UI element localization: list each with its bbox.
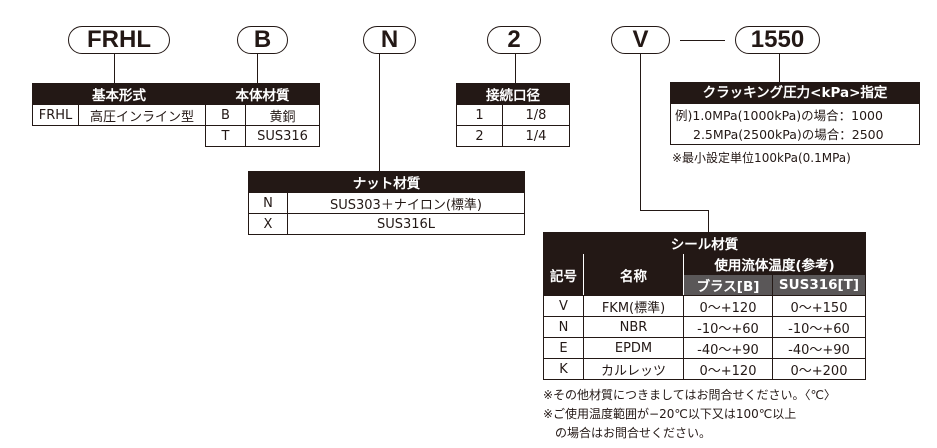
cell: 1: [456, 104, 503, 126]
cracking-pressure-box: クラッキング圧力<kPa>指定 例)1.0MPa(1000kPa)の場合：100…: [670, 82, 920, 145]
seal-note: の場合はお問合せください。: [543, 426, 712, 440]
example-line: 例)1.0MPa(1000kPa)の場合：1000: [675, 108, 883, 123]
header-name: 名称: [583, 253, 684, 296]
cell: FRHL: [32, 104, 79, 126]
cell: FKM(標準): [583, 295, 684, 317]
code-seal: V: [611, 26, 670, 54]
header-temp: 使用流体温度(参考): [683, 253, 866, 275]
cell: -10～+60: [772, 316, 866, 338]
seal-note: ※その他材質につきましてはお問合せください。〈℃〉: [543, 388, 836, 402]
table-title: シール材質: [543, 232, 866, 254]
code-model: FRHL: [68, 26, 170, 54]
table-title: 基本形式: [32, 83, 206, 105]
cell: V: [543, 295, 584, 317]
cell: 0～+120: [683, 295, 773, 317]
table-title: ナット材質: [248, 171, 525, 193]
connector: [257, 54, 258, 83]
example-line: 2.5MPa(2500kPa)の場合：2500: [693, 127, 884, 142]
cell: NBR: [583, 316, 684, 338]
header-sus316: SUS316[T]: [772, 274, 866, 296]
connector: [515, 54, 516, 83]
code-pressure: 1550: [735, 26, 820, 54]
cell: 2: [456, 125, 503, 147]
cell: カルレッツ: [583, 358, 684, 380]
header-brass: ブラス[B]: [683, 274, 773, 296]
cell: 0～+120: [683, 358, 773, 380]
connector: [379, 54, 380, 171]
cell: -10～+60: [683, 316, 773, 338]
cell: -40～+90: [772, 337, 866, 359]
cell: N: [543, 316, 584, 338]
cell: -40～+90: [683, 337, 773, 359]
cell: 0～+200: [772, 358, 866, 380]
code-body: B: [237, 26, 288, 54]
code-nut: N: [363, 26, 416, 54]
connector: [640, 54, 641, 211]
connector: [708, 210, 709, 232]
table-title: 接続口径: [456, 83, 570, 105]
cell: E: [543, 337, 584, 359]
code-port: 2: [487, 26, 541, 54]
cell: T: [205, 125, 246, 147]
cell: 高圧インライン型: [78, 104, 206, 126]
cell: SUS316: [245, 125, 320, 147]
cell: 1/4: [502, 125, 570, 147]
cell: K: [543, 358, 584, 380]
dash-connector: [680, 40, 725, 41]
header-code: 記号: [543, 253, 584, 296]
connector: [114, 54, 115, 83]
cell: B: [205, 104, 246, 126]
cell: 1/8: [502, 104, 570, 126]
cell: EPDM: [583, 337, 684, 359]
cell: SUS303＋ナイロン(標準): [287, 192, 525, 214]
table-title: 本体材質: [205, 83, 320, 105]
seal-note: ※ご使用温度範囲が−20℃以下又は100℃以上: [543, 407, 797, 421]
connector: [779, 54, 780, 82]
cell: SUS316L: [287, 213, 525, 235]
cell: 0～+150: [772, 295, 866, 317]
cell: X: [248, 213, 288, 235]
cell: 黄銅: [245, 104, 320, 126]
cell: N: [248, 192, 288, 214]
connector: [640, 210, 708, 211]
cracking-note: ※最小設定単位100kPa(0.1MPa): [672, 151, 851, 165]
table-title: クラッキング圧力<kPa>指定: [671, 83, 919, 104]
